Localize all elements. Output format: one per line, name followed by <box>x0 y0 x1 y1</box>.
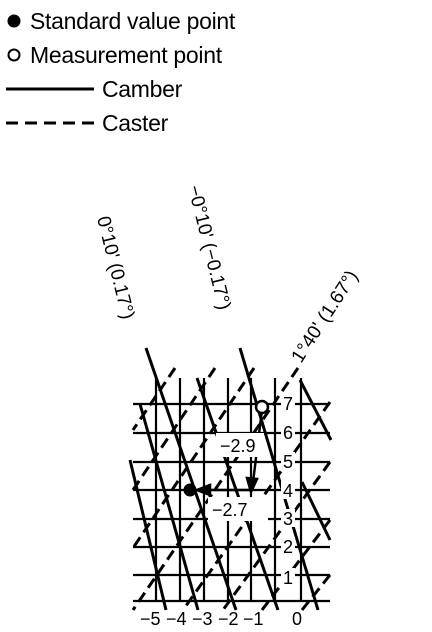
y-tick-6: 6 <box>283 423 293 443</box>
y-tick-4: 4 <box>283 481 293 501</box>
hollow-circle-icon <box>4 47 24 63</box>
legend-standard-value-point: Standard value point <box>4 4 235 38</box>
filled-circle-icon <box>4 13 24 29</box>
y-tick-5: 5 <box>283 452 293 472</box>
value-label-upper: −2.9 <box>220 436 256 456</box>
measurement-point <box>254 399 270 415</box>
legend-measurement-label: Measurement point <box>30 41 222 68</box>
legend: Standard value point Measurement point C… <box>4 4 235 140</box>
x-tick-minus2: −2 <box>218 609 239 629</box>
legend-caster-label: Caster <box>102 109 168 136</box>
camber-lines <box>128 347 333 611</box>
x-tick-minus4: −4 <box>166 609 187 629</box>
x-tick-minus3: −3 <box>192 609 213 629</box>
legend-measurement-point: Measurement point <box>4 38 235 72</box>
camber-right-label: −0°10' (−0.17°) <box>183 183 234 312</box>
y-tick-7: 7 <box>283 394 293 414</box>
y-tick-3: 3 <box>283 509 293 529</box>
standard-value-point <box>183 483 197 497</box>
legend-camber-label: Camber <box>102 75 183 102</box>
camber-left-label: 0°10' (0.17°) <box>92 214 138 321</box>
x-tick-0: 0 <box>292 609 302 629</box>
value-labels: −2.9 −2.7 <box>208 433 268 521</box>
y-tick-2: 2 <box>283 537 293 557</box>
y-tick-1: 1 <box>283 568 293 588</box>
dashed-line-icon <box>4 119 96 127</box>
legend-camber: Camber <box>4 72 235 106</box>
x-axis-ticks: −5 −4 −3 −2 −1 0 <box>140 609 302 629</box>
legend-caster: Caster <box>4 106 235 140</box>
legend-standard-label: Standard value point <box>30 7 235 34</box>
x-tick-minus5: −5 <box>140 609 161 629</box>
solid-line-icon <box>4 85 96 93</box>
x-tick-minus1: −1 <box>243 609 264 629</box>
value-label-lower: −2.7 <box>212 500 248 520</box>
y-axis-ticks: 1 2 3 4 5 6 7 <box>281 394 295 588</box>
caster-line-label: 1°40' (1.67°) <box>288 267 363 367</box>
